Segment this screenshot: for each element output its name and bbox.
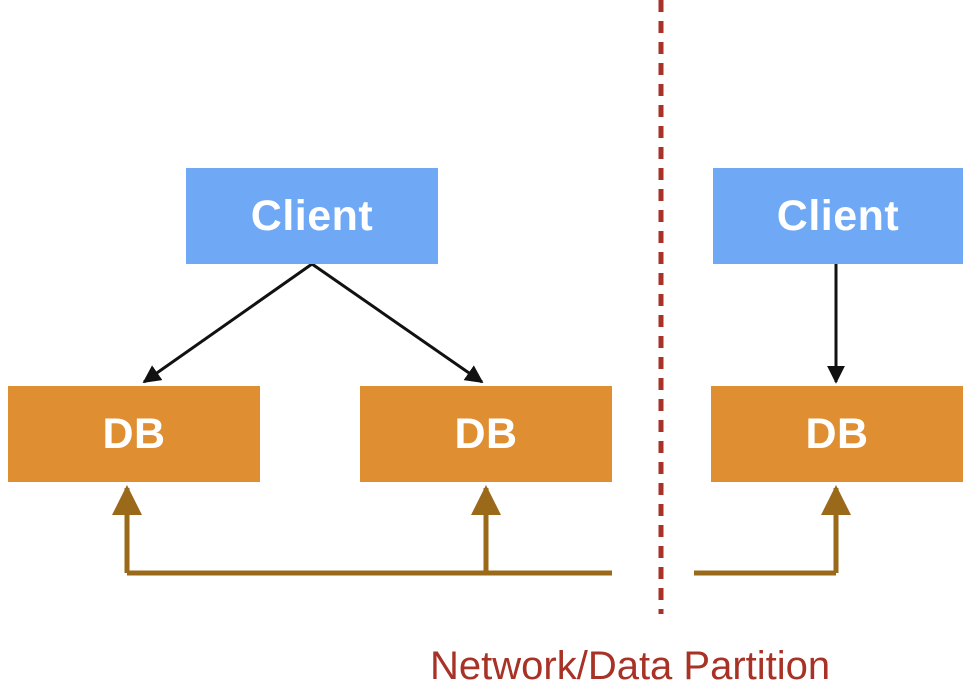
db-node-right: DB (711, 386, 963, 482)
db-node-middle: DB (360, 386, 612, 482)
client-node-left-label: Client (250, 191, 374, 240)
client-node-left: Client (186, 168, 438, 264)
db-node-middle-label: DB (454, 409, 518, 458)
db-node-left-label: DB (102, 409, 166, 458)
arrow-client-left-to-db-left (142, 262, 313, 384)
arrow-client-left-to-db-middle (311, 262, 484, 384)
client-node-right-label: Client (776, 191, 900, 240)
client-node-right: Client (713, 168, 963, 264)
db-node-left: DB (8, 386, 260, 482)
db-node-right-label: DB (805, 409, 869, 458)
partition-label: Network/Data Partition (430, 644, 831, 688)
